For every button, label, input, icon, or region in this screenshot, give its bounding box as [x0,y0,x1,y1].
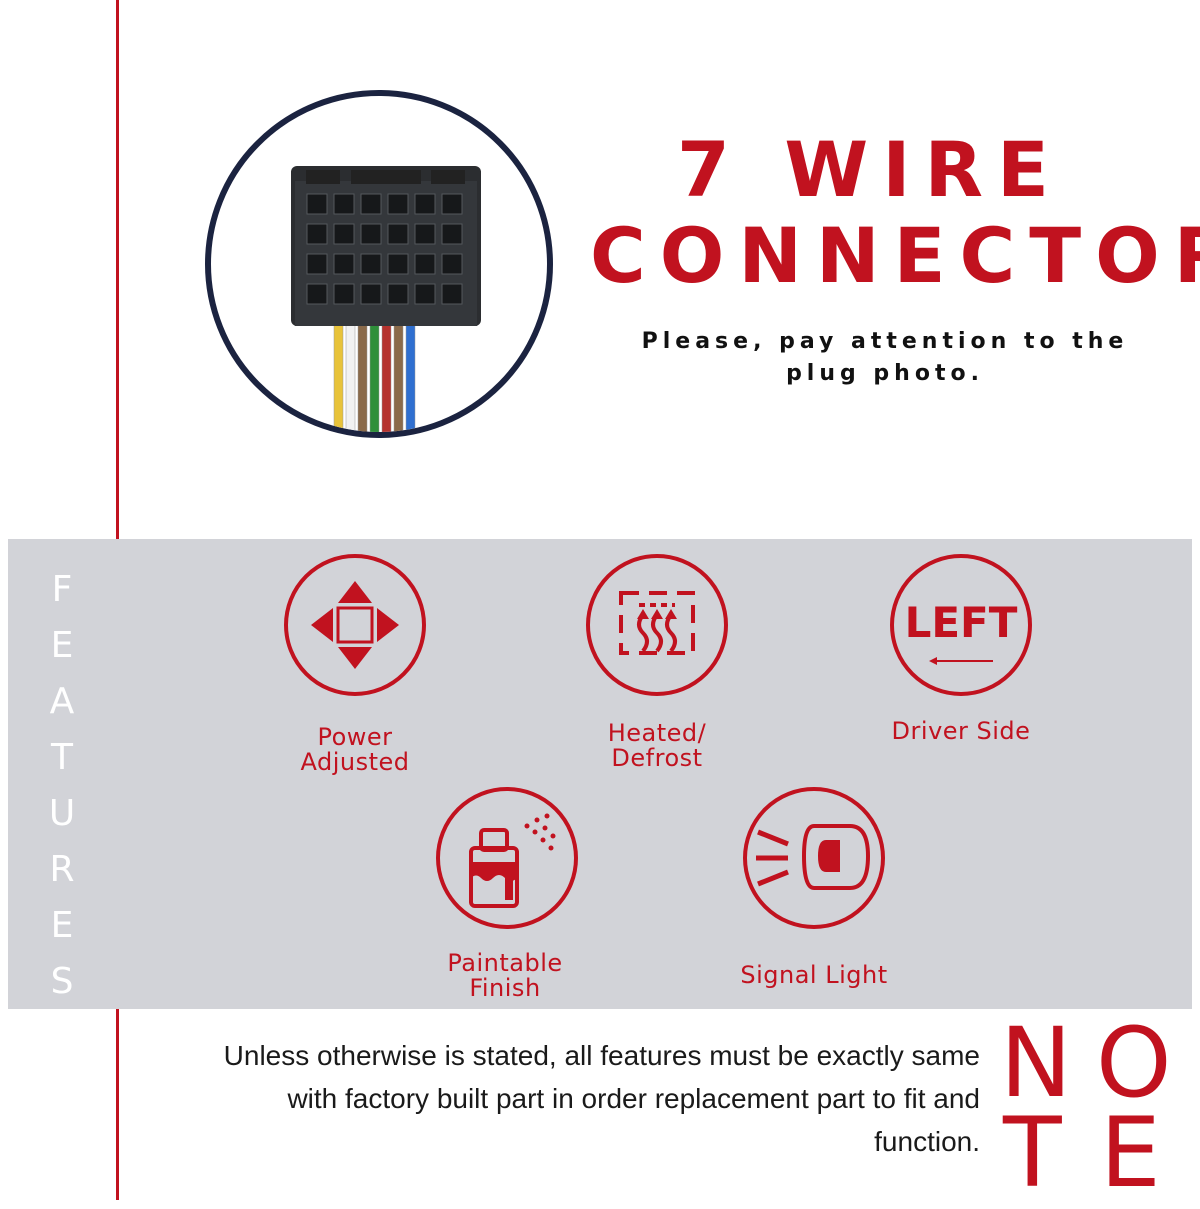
note-letter-n: N [1000,1007,1072,1119]
connector-wire [345,320,356,432]
connector-pin-slot [387,223,409,245]
note-letter-e: E [1100,1097,1161,1209]
connector-pin-slot [333,283,355,305]
feature-label-power-adjusted: Power Adjusted [300,723,410,776]
connector-wire [333,320,344,432]
connector-pin-slot [306,253,328,275]
connector-pin-slot [441,283,463,305]
connector-pin-slot [387,283,409,305]
features-band [8,539,1192,1009]
note-letter-o: O [1096,1007,1172,1119]
connector-pin-slot [414,223,436,245]
spray-can-icon [436,787,578,929]
connector-wire [381,320,392,432]
features-letter: E [50,625,74,666]
connector-pin-slot [333,253,355,275]
connector-pin-slot [306,193,328,215]
connector-wire [369,320,380,432]
connector-wire [393,320,404,432]
connector-plug-image [291,166,481,432]
feature-label-signal-light: Signal Light [740,961,888,989]
connector-wire [357,320,368,432]
connector-pin-slot [360,253,382,275]
connector-pin-slot [306,223,328,245]
title-line-2: CONNECTOR [590,211,1200,300]
connector-pin-slot [414,283,436,305]
feature-label-driver-side: Driver Side [891,717,1031,745]
features-letter: U [48,793,76,834]
connector-wire [405,320,416,432]
connector-pin-slot [360,193,382,215]
connector-pin-slot [387,253,409,275]
connector-photo [205,90,553,438]
title-line-1: 7 WIRE [677,125,1063,214]
note-letter-t: T [1003,1097,1062,1209]
connector-pin-slot [441,193,463,215]
connector-pin-slot [306,283,328,305]
features-letter: T [51,737,73,778]
features-letter: F [51,569,73,610]
connector-pin-slot [387,193,409,215]
features-letter: S [50,961,74,1002]
connector-pin-slot [441,223,463,245]
plug-photo-notice: Please, pay attention to the plug photo. [641,329,1129,386]
defrost-icon [586,554,728,696]
connector-pin-slot [414,253,436,275]
connector-pin-slot [441,253,463,275]
connector-pin-slot [360,283,382,305]
features-letter: R [49,849,75,890]
connector-pin-slot [333,223,355,245]
left-icon-text: LEFT [905,598,1018,647]
signal-light-icon [743,787,885,929]
feature-label-paintable-finish: Paintable Finish [447,949,563,1002]
connector-pin-slot [333,193,355,215]
note-text: Unless otherwise is stated, all features… [223,1040,980,1157]
feature-label-heated-defrost: Heated/ Defrost [607,719,707,772]
features-letter: A [49,681,75,722]
arrows-icon [284,554,426,696]
connector-pin-slot [414,193,436,215]
connector-pin-slot [360,223,382,245]
left-arrow-icon: LEFT [890,554,1032,696]
features-vertical-label: F E A T U R E S [40,562,84,1010]
features-letter: E [50,905,74,946]
